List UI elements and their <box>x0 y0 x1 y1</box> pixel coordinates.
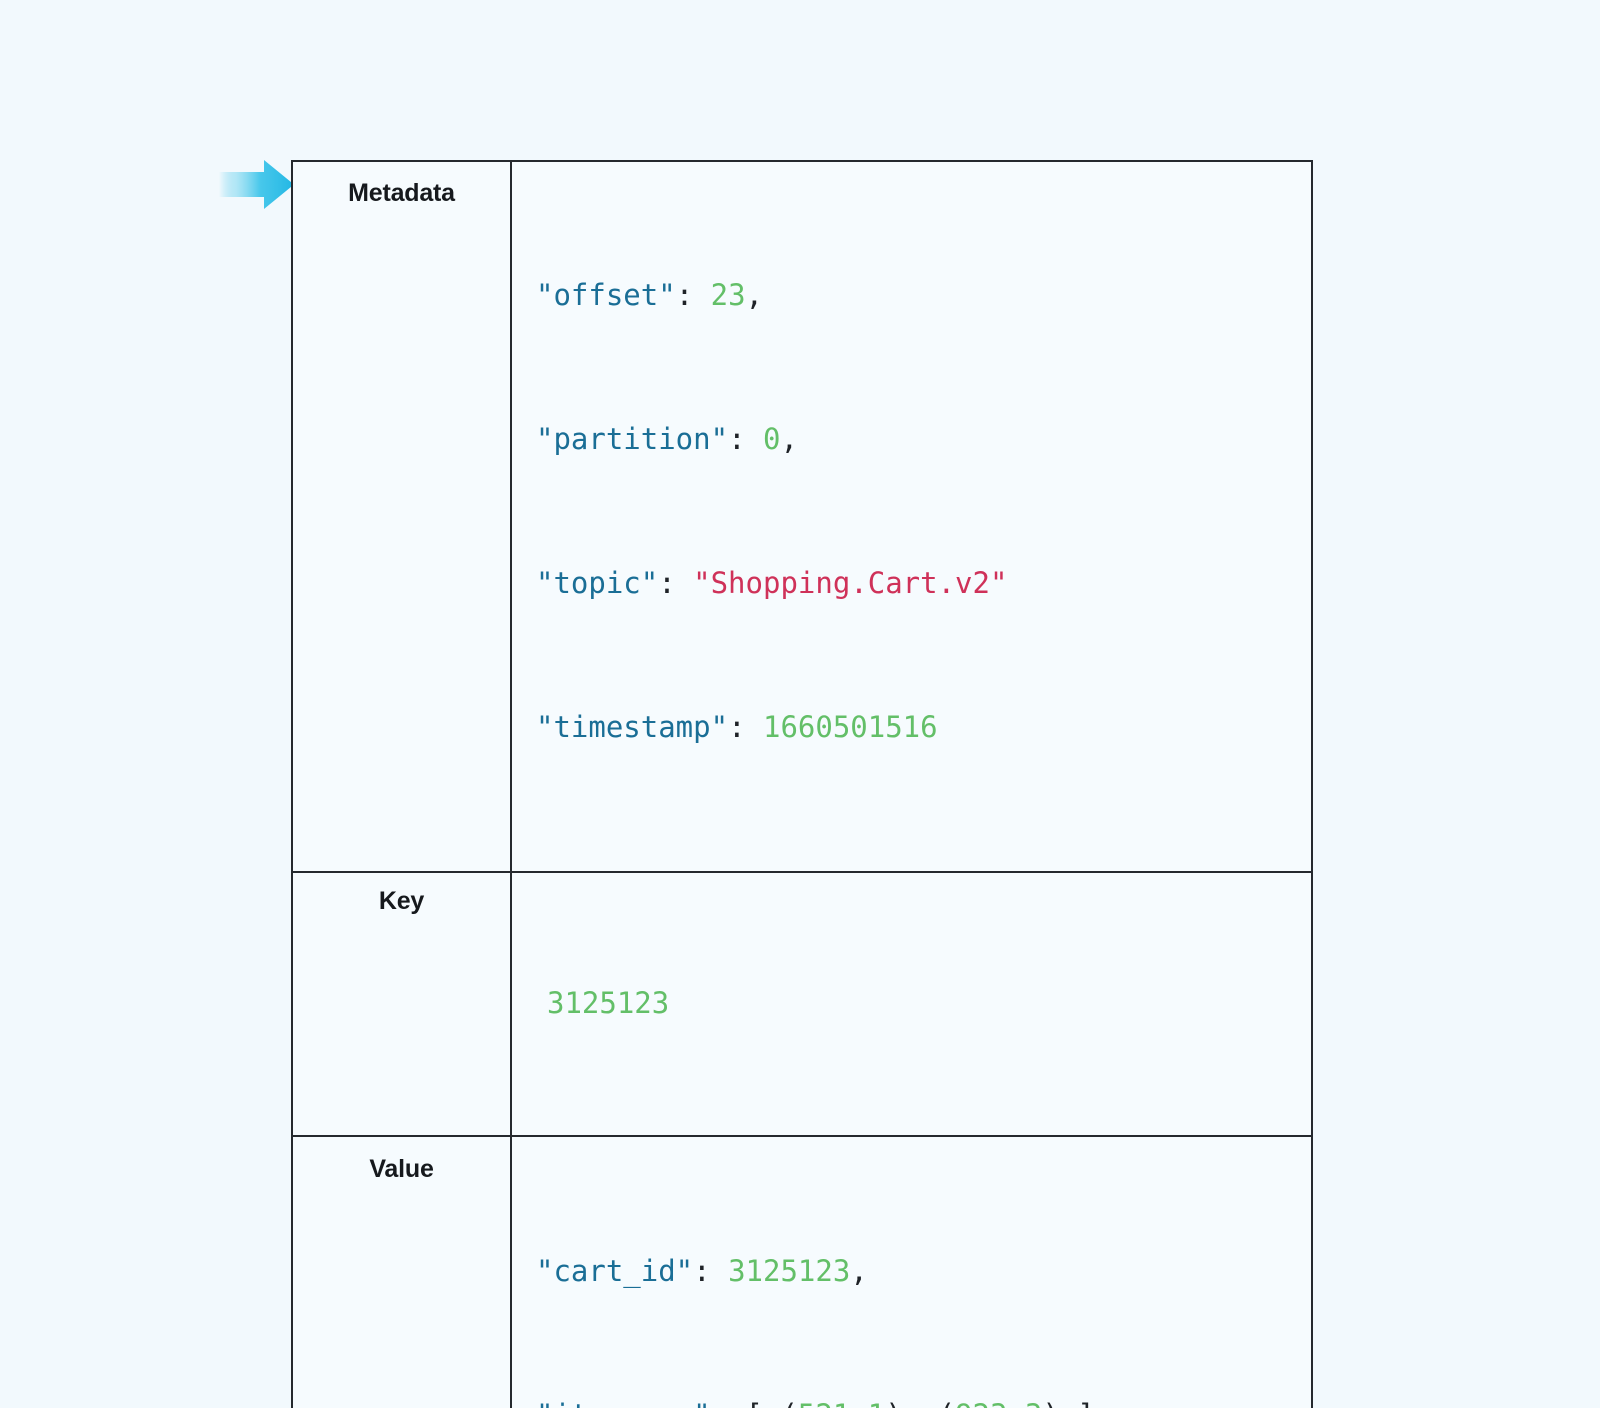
code-line-item-map: "item_map": [ (521,1), (923,3) ], <box>536 1391 1311 1408</box>
code-line-topic: "topic": "Shopping.Cart.v2" <box>536 559 1311 607</box>
json-value-key: 3125123 <box>547 986 670 1020</box>
row-content-key-cell: 3125123 <box>510 871 1313 1137</box>
json-key-topic: "topic" <box>536 566 659 600</box>
json-trailing-partition: , <box>780 422 798 456</box>
item-map-close-bracket: ) ] <box>1042 1398 1094 1408</box>
json-value-cart-id: 3125123 <box>728 1254 851 1288</box>
code-line-key-value: 3125123 <box>547 979 1311 1027</box>
json-sep-partition: : <box>728 422 763 456</box>
code-line-offset: "offset": 23, <box>536 271 1311 319</box>
diagram-canvas: Metadata "offset": 23, "partition": 0, "… <box>219 159 1313 1408</box>
kafka-record-table: Metadata "offset": 23, "partition": 0, "… <box>291 160 1313 1408</box>
row-label-metadata-cell: Metadata <box>291 160 512 873</box>
json-key-offset: "offset" <box>536 278 676 312</box>
code-line-partition: "partition": 0, <box>536 415 1311 463</box>
row-content-value-cell: "cart_id": 3125123, "item_map": [ (521,1… <box>510 1135 1313 1408</box>
table-row-metadata: Metadata "offset": 23, "partition": 0, "… <box>291 160 1313 873</box>
json-value-partition: 0 <box>762 422 781 456</box>
json-value-offset: 23 <box>710 278 746 312</box>
right-arrow-icon <box>219 159 295 211</box>
row-label-value-cell: Value <box>291 1135 512 1408</box>
json-key-partition: "partition" <box>536 422 729 456</box>
json-trailing-cart-id: , <box>850 1254 868 1288</box>
json-trailing-offset: , <box>745 278 763 312</box>
code-line-timestamp: "timestamp": 1660501516 <box>536 703 1311 751</box>
table-row-value: Value "cart_id": 3125123, "item_map": [ … <box>291 1135 1313 1408</box>
row-label-value: Value <box>369 1155 434 1183</box>
json-key-item-map: "item_map" <box>536 1398 711 1408</box>
table-body: Metadata "offset": 23, "partition": 0, "… <box>291 160 1313 1408</box>
row-content-metadata-cell: "offset": 23, "partition": 0, "topic": "… <box>510 160 1313 873</box>
row-label-metadata: Metadata <box>348 179 455 207</box>
row-label-key-cell: Key <box>291 871 512 1137</box>
row-label-key: Key <box>378 887 425 915</box>
json-trailing-item-map: , <box>1095 1398 1112 1408</box>
value-code-block: "cart_id": 3125123, "item_map": [ (521,1… <box>512 1137 1311 1408</box>
json-sep-cart-id: : <box>693 1254 729 1288</box>
metadata-code-block: "offset": 23, "partition": 0, "topic": "… <box>512 162 1311 871</box>
json-sep-timestamp: : <box>728 710 763 744</box>
json-value-timestamp: 1660501516 <box>762 710 938 744</box>
code-line-cart-id: "cart_id": 3125123, <box>536 1247 1311 1295</box>
json-value-item-map: [ (521,1), (923,3) ] <box>746 1398 1095 1408</box>
item-map-open-bracket: [ ( <box>746 1398 798 1408</box>
json-key-cart-id: "cart_id" <box>536 1254 694 1288</box>
json-key-timestamp: "timestamp" <box>536 710 729 744</box>
json-value-topic: "Shopping.Cart.v2" <box>693 566 1008 600</box>
item-map-pair-2-id: 923,3 <box>955 1398 1042 1408</box>
table-row-key: Key 3125123 <box>291 871 1313 1137</box>
item-map-sep: ), ( <box>885 1398 955 1408</box>
key-code-block: 3125123 <box>512 873 1311 1135</box>
json-sep-offset: : <box>675 278 711 312</box>
json-sep-item-map: : <box>711 1398 746 1408</box>
json-sep-topic: : <box>658 566 694 600</box>
item-map-pair-1-id: 521,1 <box>798 1398 885 1408</box>
